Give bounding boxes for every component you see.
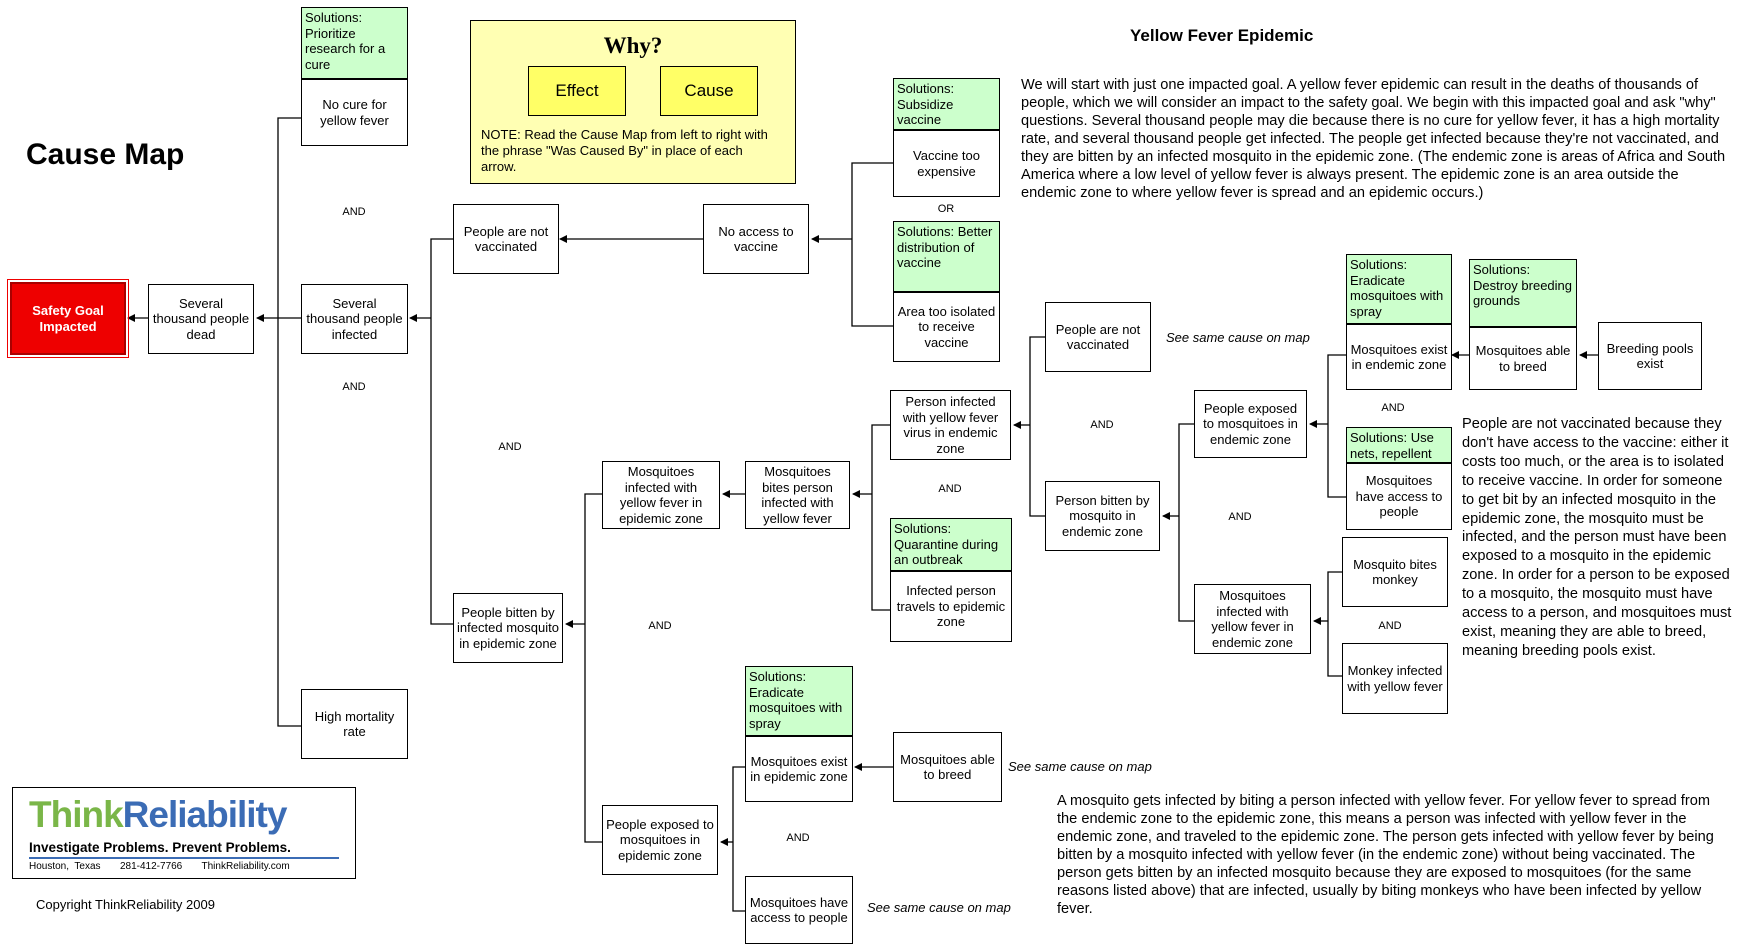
- logo-tagline: Investigate Problems. Prevent Problems.: [29, 840, 291, 855]
- cause-mosquitoes-exist-epidemic: Mosquitoes exist in epidemic zone: [745, 736, 853, 802]
- cause-people-infected: Several thousand people infected: [301, 284, 408, 354]
- safety-goal-impacted-box: Safety Goal Impacted: [7, 279, 129, 358]
- legend-box: Why? Effect Cause NOTE: Read the Cause M…: [470, 20, 796, 184]
- cause-high-mortality: High mortality rate: [301, 689, 408, 759]
- or-label: OR: [937, 203, 955, 215]
- mosquito-paragraph: A mosquito gets infected by biting a per…: [1057, 793, 1714, 917]
- solution-eradicate-epidemic: Solutions: Eradicate mosquitoes with spr…: [745, 666, 853, 736]
- cause-no-access: No access to vaccine: [703, 204, 809, 274]
- cause-mosquito-bites-monkey: Mosquito bites monkey: [1342, 537, 1448, 607]
- solution-eradicate-endemic: Solutions: Eradicate mosquitoes with spr…: [1346, 254, 1452, 324]
- cause-access-epidemic: Mosquitoes have access to people: [745, 876, 853, 944]
- cause-not-vaccinated-2: People are not vaccinated: [1045, 302, 1151, 372]
- and-label: AND: [648, 620, 672, 632]
- cause-exposed-endemic: People exposed to mosquitoes in endemic …: [1194, 390, 1307, 458]
- and-label: AND: [342, 381, 366, 393]
- cause-mosquitoes-exist-endemic: Mosquitoes exist in endemic zone: [1346, 324, 1452, 390]
- cause-person-travels: Infected person travels to epidemic zone: [890, 571, 1012, 642]
- and-label: AND: [1378, 620, 1402, 632]
- cause-several-thousand-dead: Several thousand people dead: [148, 284, 254, 354]
- cause-vaccine-expensive: Vaccine too expensive: [893, 130, 1000, 197]
- cause-breeding-pools: Breeding pools exist: [1598, 322, 1702, 390]
- copyright: Copyright ThinkReliability 2009: [36, 897, 215, 912]
- cause-not-vaccinated: People are not vaccinated: [453, 204, 559, 274]
- legend-cause-box: Cause: [660, 66, 758, 116]
- vaccination-paragraph: People are not vaccinated because they d…: [1462, 416, 1732, 659]
- legend-effect-box: Effect: [528, 66, 626, 116]
- legend-note: NOTE: Read the Cause Map from left to ri…: [481, 127, 768, 174]
- cause-mosquitoes-infected-endemic: Mosquitoes infected with yellow fever in…: [1194, 584, 1311, 654]
- see-same-cause-note: See same cause on map: [1166, 330, 1310, 345]
- logo-wordmark: ThinkReliability: [29, 794, 287, 835]
- solution-quarantine: Solutions: Quarantine during an outbreak: [890, 518, 1012, 571]
- logo-divider: [29, 857, 339, 859]
- thinkreliability-logo: ThinkReliability Investigate Problems. P…: [12, 787, 356, 879]
- and-label: AND: [1090, 419, 1114, 431]
- cause-person-infected-endemic: Person infected with yellow fever virus …: [890, 390, 1011, 460]
- see-same-cause-note: See same cause on map: [1008, 759, 1152, 774]
- and-label: AND: [342, 206, 366, 218]
- cause-exposed-epidemic: People exposed to mosquitoes in epidemic…: [602, 805, 718, 875]
- and-label: AND: [1381, 402, 1405, 414]
- cause-access-endemic: Mosquitoes have access to people: [1346, 463, 1452, 530]
- and-label: AND: [498, 441, 522, 453]
- see-same-cause-note: See same cause on map: [867, 900, 1011, 915]
- diagram-heading: Yellow Fever Epidemic: [1130, 26, 1314, 45]
- solution-prioritize-research: Solutions: Prioritize research for a cur…: [301, 7, 408, 79]
- solution-better-distribution: Solutions: Better distribution of vaccin…: [893, 221, 1000, 292]
- cause-bitten-endemic: Person bitten by mosquito in endemic zon…: [1045, 481, 1160, 551]
- cause-monkey-infected: Monkey infected with yellow fever: [1342, 643, 1448, 714]
- legend-why: Why?: [603, 33, 663, 58]
- cause-able-to-breed: Mosquitoes able to breed: [1469, 327, 1577, 390]
- and-label: AND: [786, 832, 810, 844]
- intro-paragraph: We will start with just one impacted goa…: [1021, 77, 1726, 201]
- cause-no-cure: No cure for yellow fever: [301, 79, 408, 146]
- cause-bitten-epidemic: People bitten by infected mosquito in ep…: [453, 593, 563, 663]
- solution-subsidize-vaccine: Solutions: Subsidize vaccine: [893, 78, 1000, 130]
- cause-area-isolated: Area too isolated to receive vaccine: [893, 292, 1000, 362]
- cause-able-to-breed-epidemic: Mosquitoes able to breed: [893, 732, 1002, 802]
- logo-contact: Houston, Texas 281-412-7766 ThinkReliabi…: [29, 861, 290, 872]
- and-label: AND: [1228, 511, 1252, 523]
- and-label: AND: [938, 483, 962, 495]
- page-title: Cause Map: [26, 138, 185, 171]
- solution-destroy-breeding: Solutions: Destroy breeding grounds: [1469, 259, 1577, 327]
- cause-mosquitoes-infected-epidemic: Mosquitoes infected with yellow fever in…: [602, 461, 720, 529]
- solution-nets-repellent: Solutions: Use nets, repellent: [1346, 427, 1452, 463]
- cause-mosquito-bites-person: Mosquitoes bites person infected with ye…: [745, 461, 850, 529]
